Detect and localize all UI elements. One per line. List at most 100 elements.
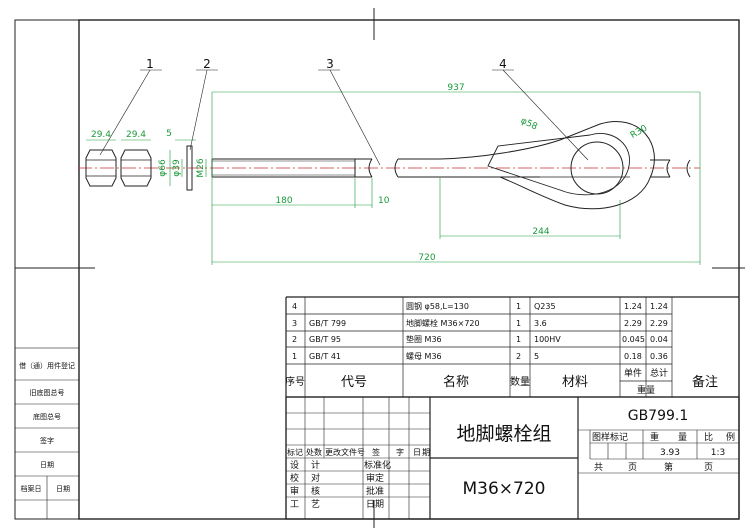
stage-headers: 图样标记 重 量 比 例 — [592, 431, 735, 443]
role: 审 — [290, 485, 299, 497]
side-block-labels: 借（通）用件登记 旧底图总号 底图总号 签字 日期 档案日 日期 — [19, 361, 75, 493]
dim-overall-937: 937 — [447, 83, 464, 93]
bom-header-code: 代号 — [341, 375, 367, 390]
bom-header: 序号 代号 名称 数量 材料 单件 总计 重量 备注 — [285, 367, 718, 396]
bom-total: 0.36 — [650, 352, 668, 361]
bom-material: 3.6 — [534, 319, 547, 328]
people-column: 设 计 校 对 审 核 工 艺 — [290, 459, 320, 510]
bom-header-seq: 序号 — [285, 375, 305, 388]
role: 对 — [311, 472, 320, 484]
bom-header-material: 材料 — [562, 375, 588, 390]
bom-unit: 1.24 — [624, 302, 642, 311]
bom-qty: 1 — [516, 302, 521, 311]
bom-seq: 2 — [292, 335, 297, 344]
bom-header-unit: 单件 — [624, 367, 642, 379]
balloon-4: 4 — [499, 57, 507, 71]
bom-qty: 1 — [516, 319, 521, 328]
dim-thread-180: 180 — [275, 196, 292, 206]
approval: 标准化 — [364, 459, 391, 471]
bom-seq: 1 — [292, 352, 297, 361]
approval-column: 标准化 审定 批准 日期 — [364, 459, 391, 510]
title-block — [285, 396, 740, 520]
rev-header: 期 — [422, 448, 430, 457]
role: 工 — [290, 500, 299, 510]
drawing-spec: M36×720 — [463, 479, 546, 499]
bom-name: 圆钢 φ58,L=130 — [406, 301, 469, 311]
bom-qty: 1 — [516, 335, 521, 344]
sheet-label: 共 — [594, 462, 603, 473]
role: 艺 — [311, 499, 320, 510]
bom-name: 螺母 M36 — [406, 351, 442, 361]
role: 校 — [290, 472, 299, 484]
bom-code: GB/T 41 — [309, 352, 341, 361]
sheet-label: 第 — [664, 461, 673, 473]
dim-washer-thickness: 5 — [166, 129, 172, 139]
stage-header: 量 — [678, 432, 687, 443]
side-label: 底图总号 — [33, 412, 61, 421]
rev-header: 标记 — [287, 447, 303, 457]
stage-header: 图样标记 — [592, 431, 628, 443]
nut-1 — [85, 149, 117, 187]
side-block — [14, 347, 80, 520]
stage-header: 例 — [726, 431, 735, 443]
total-weight: 3.93 — [660, 448, 680, 458]
dim-phi66: φ66 — [158, 159, 168, 177]
approval: 批准 — [366, 485, 384, 497]
bom-unit: 2.29 — [624, 319, 642, 328]
balloon-2: 2 — [203, 57, 211, 71]
bom-unit: 0.045 — [622, 335, 645, 344]
sheet-label: 页 — [628, 462, 637, 473]
side-label: 旧底图总号 — [30, 388, 65, 397]
bom-seq: 4 — [292, 302, 297, 311]
sheet-count: 共 页 第 页 — [594, 461, 713, 473]
stage-header: 重 — [650, 431, 659, 443]
washer — [186, 145, 193, 191]
bom-header-qty: 数量 — [510, 375, 530, 388]
bom-name: 地脚螺栓 M36×720 — [406, 318, 480, 328]
approval: 日期 — [366, 499, 384, 510]
dim-phi39: φ39 — [172, 159, 182, 177]
dim-loop-244: 244 — [532, 227, 549, 237]
dim-phi58: φ58 — [519, 116, 539, 133]
outer-frame — [14, 19, 740, 520]
sheet-label: 页 — [704, 462, 713, 473]
bom-row: 1 GB/T 41 螺母 M36 2 5 0.18 0.36 — [292, 351, 668, 361]
bom-total: 2.29 — [650, 319, 668, 328]
bom-rows: 4 圆钢 φ58,L=130 1 Q235 1.24 1.24 3 GB/T 7… — [292, 301, 668, 361]
balloon-1: 1 — [146, 57, 154, 71]
dim-gap-10: 10 — [378, 196, 390, 206]
side-label: 签字 — [40, 436, 54, 445]
revision-headers: 标记 处数 更改文件号 签 字 日 期 — [287, 447, 430, 457]
leader-lines — [99, 69, 589, 166]
role: 核 — [311, 485, 320, 497]
balloon-3: 3 — [326, 57, 334, 71]
bom-material: 100HV — [534, 335, 561, 344]
rev-header: 处数 — [306, 447, 322, 457]
drawing-number: GB799.1 — [628, 408, 689, 424]
rev-header: 签 — [372, 447, 380, 457]
bom-header-remark: 备注 — [692, 374, 718, 390]
bom-code: GB/T 799 — [309, 319, 346, 328]
rev-header: 字 — [396, 447, 404, 457]
bom-material: Q235 — [534, 302, 556, 311]
nut-2 — [120, 149, 152, 187]
bom-total: 0.04 — [650, 335, 668, 344]
rev-header: 更改文件号 — [325, 447, 365, 457]
side-bottom-label: 档案日 — [21, 484, 42, 493]
bolt-hook — [439, 121, 691, 210]
bom-header-name: 名称 — [443, 374, 469, 390]
dim-nut-width-1: 29.4 — [91, 130, 111, 140]
approval: 审定 — [366, 472, 384, 484]
dim-nut-width-2: 29.4 — [126, 130, 146, 140]
side-bottom-label: 日期 — [56, 485, 70, 493]
bom-total: 1.24 — [650, 302, 668, 311]
drawing-title: 地脚螺栓组 — [456, 423, 551, 445]
bom-qty: 2 — [516, 352, 521, 361]
scale: 1:3 — [711, 448, 725, 458]
side-label: 借（通）用件登记 — [19, 361, 75, 370]
bom-row: 4 圆钢 φ58,L=130 1 Q235 1.24 1.24 — [292, 301, 668, 311]
bom-seq: 3 — [292, 319, 297, 328]
bom-header-total: 总计 — [650, 367, 668, 379]
bom-code: GB/T 95 — [309, 335, 341, 344]
